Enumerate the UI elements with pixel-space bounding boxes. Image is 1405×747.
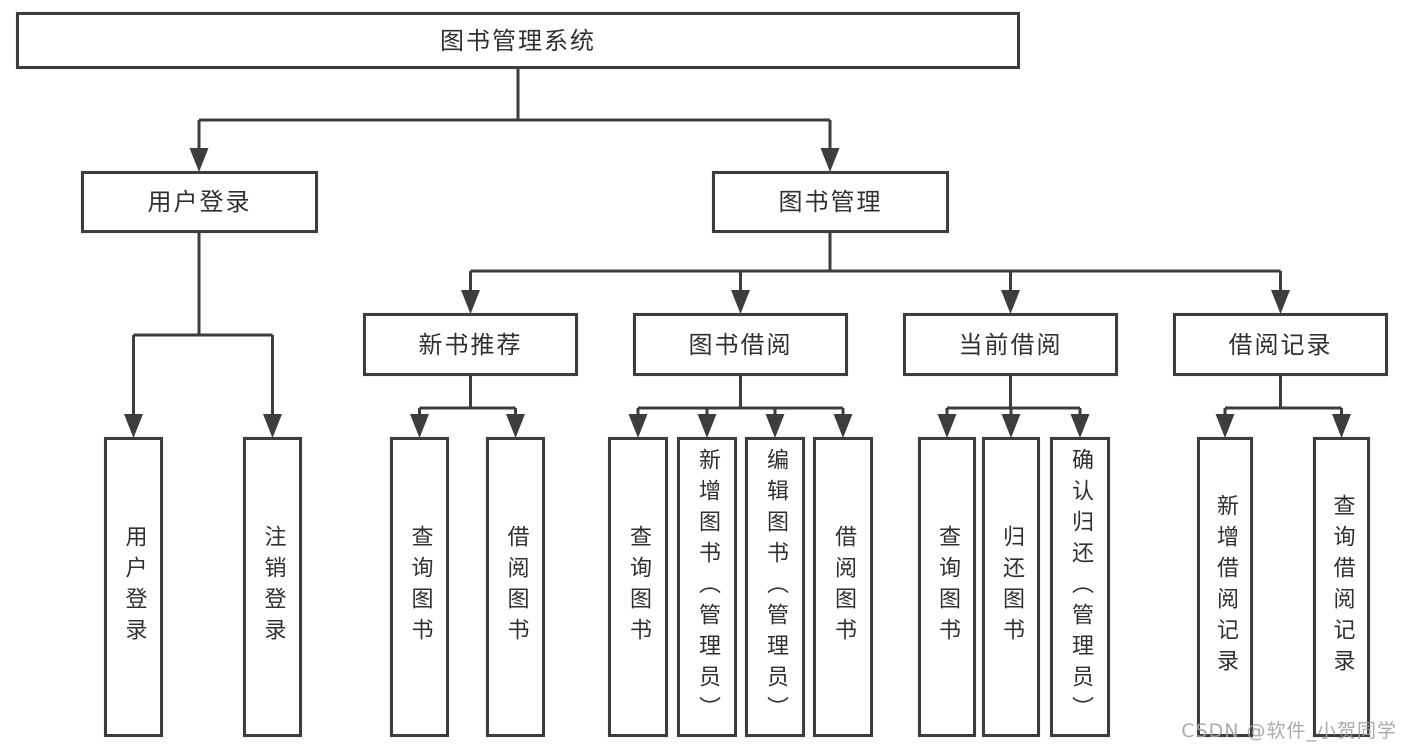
- node-label: 确认归还（管理员）: [1068, 447, 1093, 727]
- node-label: 借阅图书: [503, 525, 529, 649]
- node-leaf-return-books: 归还图书: [982, 437, 1040, 737]
- node-leaf-query-books-recommend: 查询图书: [390, 437, 449, 737]
- node-label: 查询图书: [626, 525, 651, 649]
- node-label: 用户登录: [121, 525, 147, 649]
- node-label: 归还图书: [999, 525, 1024, 649]
- node-current-borrowing: 当前借阅: [903, 313, 1118, 376]
- node-leaf-confirm-return-admin: 确认归还（管理员）: [1050, 437, 1110, 737]
- node-label: 查询图书: [407, 525, 433, 649]
- arrowheads: [124, 148, 1351, 438]
- node-leaf-add-borrow-record: 新增借阅记录: [1197, 437, 1253, 737]
- node-leaf-borrow-books-recommend: 借阅图书: [486, 437, 545, 737]
- node-leaf-borrow-books-borrowing: 借阅图书: [813, 437, 873, 737]
- node-label: 图书管理: [778, 188, 883, 216]
- node-label: 查询图书: [935, 525, 960, 649]
- node-label: 用户登录: [147, 188, 252, 216]
- node-label: 图书借阅: [688, 330, 793, 359]
- node-leaf-query-books-current: 查询图书: [918, 437, 976, 737]
- watermark: CSDN @软件_小贺同学: [1181, 720, 1397, 742]
- node-user-login: 用户登录: [81, 171, 318, 233]
- node-label: 图书管理系统: [440, 26, 596, 55]
- node-book-borrowing: 图书借阅: [633, 313, 848, 376]
- node-label: 新增图书（管理员）: [695, 447, 720, 727]
- node-label: 借阅图书: [831, 525, 856, 649]
- node-label: 编辑图书（管理员）: [763, 447, 788, 727]
- node-borrowing-records: 借阅记录: [1173, 313, 1388, 376]
- node-leaf-user-login: 用户登录: [104, 437, 163, 737]
- node-leaf-edit-book-admin: 编辑图书（管理员）: [745, 437, 805, 737]
- node-new-book-recommend: 新书推荐: [363, 313, 578, 376]
- node-leaf-logout: 注销登录: [243, 437, 302, 737]
- node-label: 注销登录: [260, 525, 286, 649]
- node-label: 新增借阅记录: [1213, 494, 1238, 680]
- node-leaf-query-borrow-record: 查询借阅记录: [1313, 437, 1370, 737]
- node-library-system: 图书管理系统: [16, 12, 1020, 69]
- node-label: 查询借阅记录: [1329, 494, 1355, 680]
- node-book-management: 图书管理: [712, 171, 949, 233]
- node-label: 借阅记录: [1228, 330, 1333, 359]
- node-leaf-add-book-admin: 新增图书（管理员）: [677, 437, 737, 737]
- node-label: 当前借阅: [958, 330, 1063, 359]
- node-leaf-query-books-borrowing: 查询图书: [608, 437, 668, 737]
- node-label: 新书推荐: [418, 330, 523, 359]
